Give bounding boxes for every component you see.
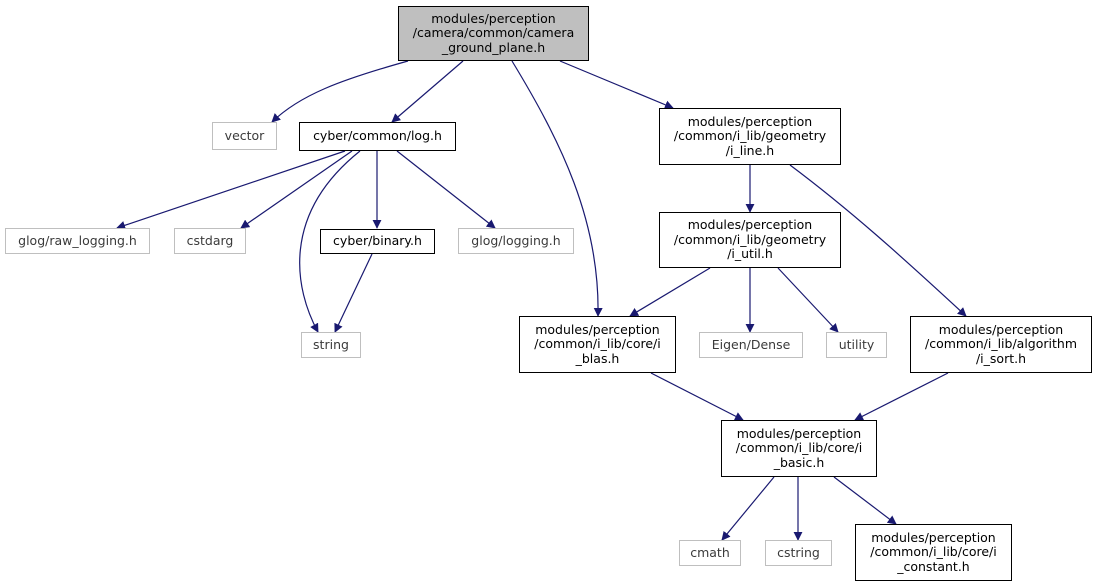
edge-log-cstdarg (240, 150, 353, 229)
node-cstdarg[interactable]: cstdarg (174, 228, 246, 254)
node-line: cstdarg (186, 232, 234, 248)
node-i-util-h[interactable]: modules/perception/common/i_lib/geometry… (659, 212, 841, 268)
node-line: Eigen/Dense (711, 336, 791, 352)
edge-i_util-utility (777, 267, 839, 333)
node-line: /common/i_lib/core/i (735, 440, 863, 456)
edge-i_line-i_sort (789, 164, 967, 317)
node-line: _ground_plane.h (441, 39, 546, 55)
node-line: string (313, 336, 349, 352)
node-line: modules/perception (871, 529, 996, 545)
node-line: modules/perception (535, 321, 660, 337)
node-line: /common/i_lib/geometry (673, 231, 827, 247)
node-cmath[interactable]: cmath (679, 540, 741, 566)
node-line: /i_util.h (727, 246, 773, 262)
node-line: /common/i_lib/core/i (534, 336, 661, 352)
node-line: utility (838, 336, 875, 352)
edge-log-raw_logging (116, 150, 346, 230)
edge-i_blas-i_basic (650, 372, 744, 421)
node-line: /common/i_lib/geometry (673, 128, 827, 144)
node-line: cyber/common/log.h (313, 128, 442, 144)
node-line: modules/perception (736, 425, 862, 441)
node-line: cmath (690, 544, 730, 560)
node-glog-raw-logging-h[interactable]: glog/raw_logging.h (5, 228, 150, 254)
edge-binary-string (334, 253, 373, 333)
node-line: modules/perception (687, 217, 813, 233)
edge-root-i_line (559, 60, 674, 110)
node-line: modules/perception (687, 113, 813, 129)
node-cyber-binary-h[interactable]: cyber/binary.h (320, 229, 435, 254)
node-line: /i_sort.h (975, 350, 1026, 366)
node-line: modules/perception (938, 321, 1064, 337)
node-eigen-dense[interactable]: Eigen/Dense (699, 332, 803, 358)
node-line: _blas.h (575, 350, 620, 366)
node-line: /i_line.h (725, 142, 775, 158)
node-line: _constant.h (897, 558, 970, 574)
node-line: /common/i_lib/core/i (870, 544, 997, 560)
node-camera-ground-plane-h[interactable]: modules/perception/camera/common/camera_… (398, 6, 589, 61)
node-line: vector (224, 127, 265, 143)
node-i-constant-h[interactable]: modules/perception/common/i_lib/core/i_c… (855, 524, 1012, 581)
node-line: glog/raw_logging.h (18, 232, 137, 248)
node-i-basic-h[interactable]: modules/perception/common/i_lib/core/i_b… (721, 420, 877, 477)
node-line: glog/logging.h (471, 232, 561, 248)
node-string[interactable]: string (301, 332, 361, 358)
edge-root-log (391, 60, 464, 123)
node-line: /camera/common/camera (412, 25, 575, 41)
node-utility[interactable]: utility (826, 332, 887, 358)
edge-i_basic-i_constant (833, 476, 897, 525)
edge-log-glog_logging (396, 150, 496, 229)
node-line: _basic.h (773, 454, 825, 470)
edge-layer (116, 60, 967, 541)
edge-root-vector (271, 60, 409, 123)
node-line: modules/perception (431, 10, 556, 26)
edge-i_basic-cmath (721, 476, 775, 541)
node-i-sort-h[interactable]: modules/perception/common/i_lib/algorith… (910, 316, 1092, 373)
node-line: cyber/binary.h (333, 233, 422, 249)
node-line: /common/i_lib/algorithm (924, 336, 1077, 352)
edge-i_util-i_blas (629, 267, 711, 317)
node-line: cstring (777, 544, 820, 560)
edge-root-i_blas (511, 60, 603, 317)
edge-i_sort-i_basic (854, 372, 949, 421)
node-i-line-h[interactable]: modules/perception/common/i_lib/geometry… (659, 108, 841, 165)
edge-log-string (299, 150, 361, 333)
node-cyber-common-log-h[interactable]: cyber/common/log.h (299, 122, 456, 151)
node-i-blas-h[interactable]: modules/perception/common/i_lib/core/i_b… (519, 316, 676, 373)
node-vector[interactable]: vector (212, 122, 277, 150)
node-glog-logging-h[interactable]: glog/logging.h (458, 228, 574, 254)
node-cstring[interactable]: cstring (765, 540, 832, 566)
